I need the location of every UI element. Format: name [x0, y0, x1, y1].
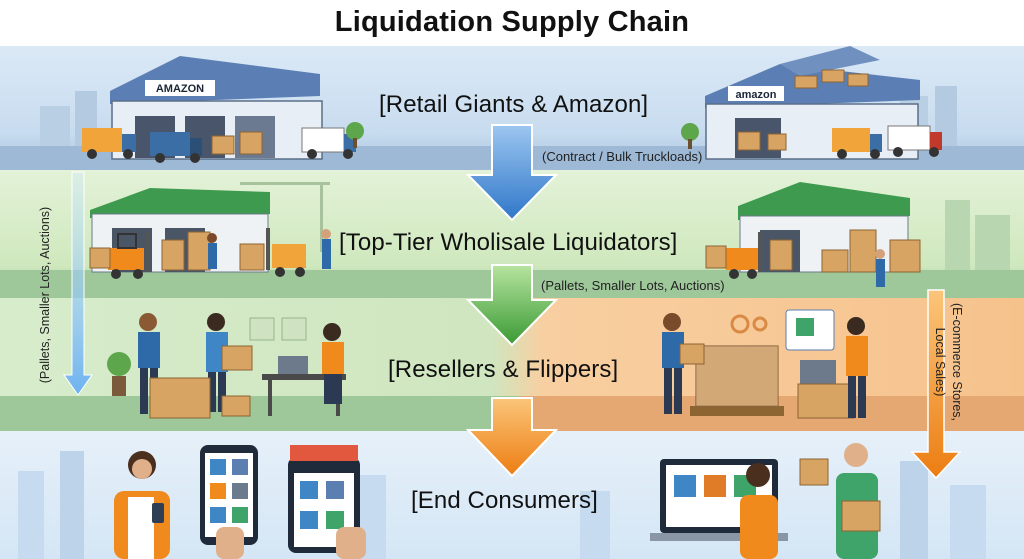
forklift-icon	[266, 228, 306, 277]
side-flow-right-label-line1: (E-commerce Stores,	[950, 292, 964, 432]
amazon-sign-right: amazon	[736, 89, 777, 101]
diagram-title: Liquidation Supply Chain	[0, 6, 1024, 39]
side-flow-right-label-line2: Local Sales)	[933, 292, 947, 432]
gear-icon	[754, 318, 766, 330]
tier-label-retail: [Retail Giants & Amazon]	[379, 91, 648, 119]
amazon-sign-left: AMAZON	[156, 83, 204, 95]
tier-band-consumers: [End Consumers]	[0, 431, 1024, 559]
tier-band-retail: AMAZON	[0, 46, 1024, 170]
consumer-man-boxes-icon	[800, 443, 880, 559]
product-listing-icon	[786, 310, 834, 350]
tier-label-consumers: [End Consumers]	[411, 487, 598, 515]
tier-label-resellers: [Resellers & Flippers]	[388, 356, 618, 384]
tier-label-liquidators: [Top-Tier Wholisale Liquidators]	[339, 229, 677, 257]
laptop-icon	[800, 360, 836, 384]
flow-label-bulk: (Contract / Bulk Truckloads)	[542, 149, 702, 164]
flow-label-pallets: (Pallets, Smaller Lots, Auctions)	[541, 278, 725, 293]
tier-band-liquidators: [Top-Tier Wholisale Liquidators] (Pallet…	[0, 170, 1024, 298]
consumer-woman-phone-icon	[114, 451, 170, 559]
gear-icon	[732, 316, 748, 332]
open-box-icon	[150, 378, 210, 418]
reseller-person-laptop-icon	[322, 323, 344, 404]
side-flow-left-label: (Pallets, Smaller Lots, Auctions)	[38, 195, 52, 395]
smartphone-icon	[152, 503, 164, 523]
tier-band-resellers: [Resellers & Flippers]	[0, 298, 1024, 431]
